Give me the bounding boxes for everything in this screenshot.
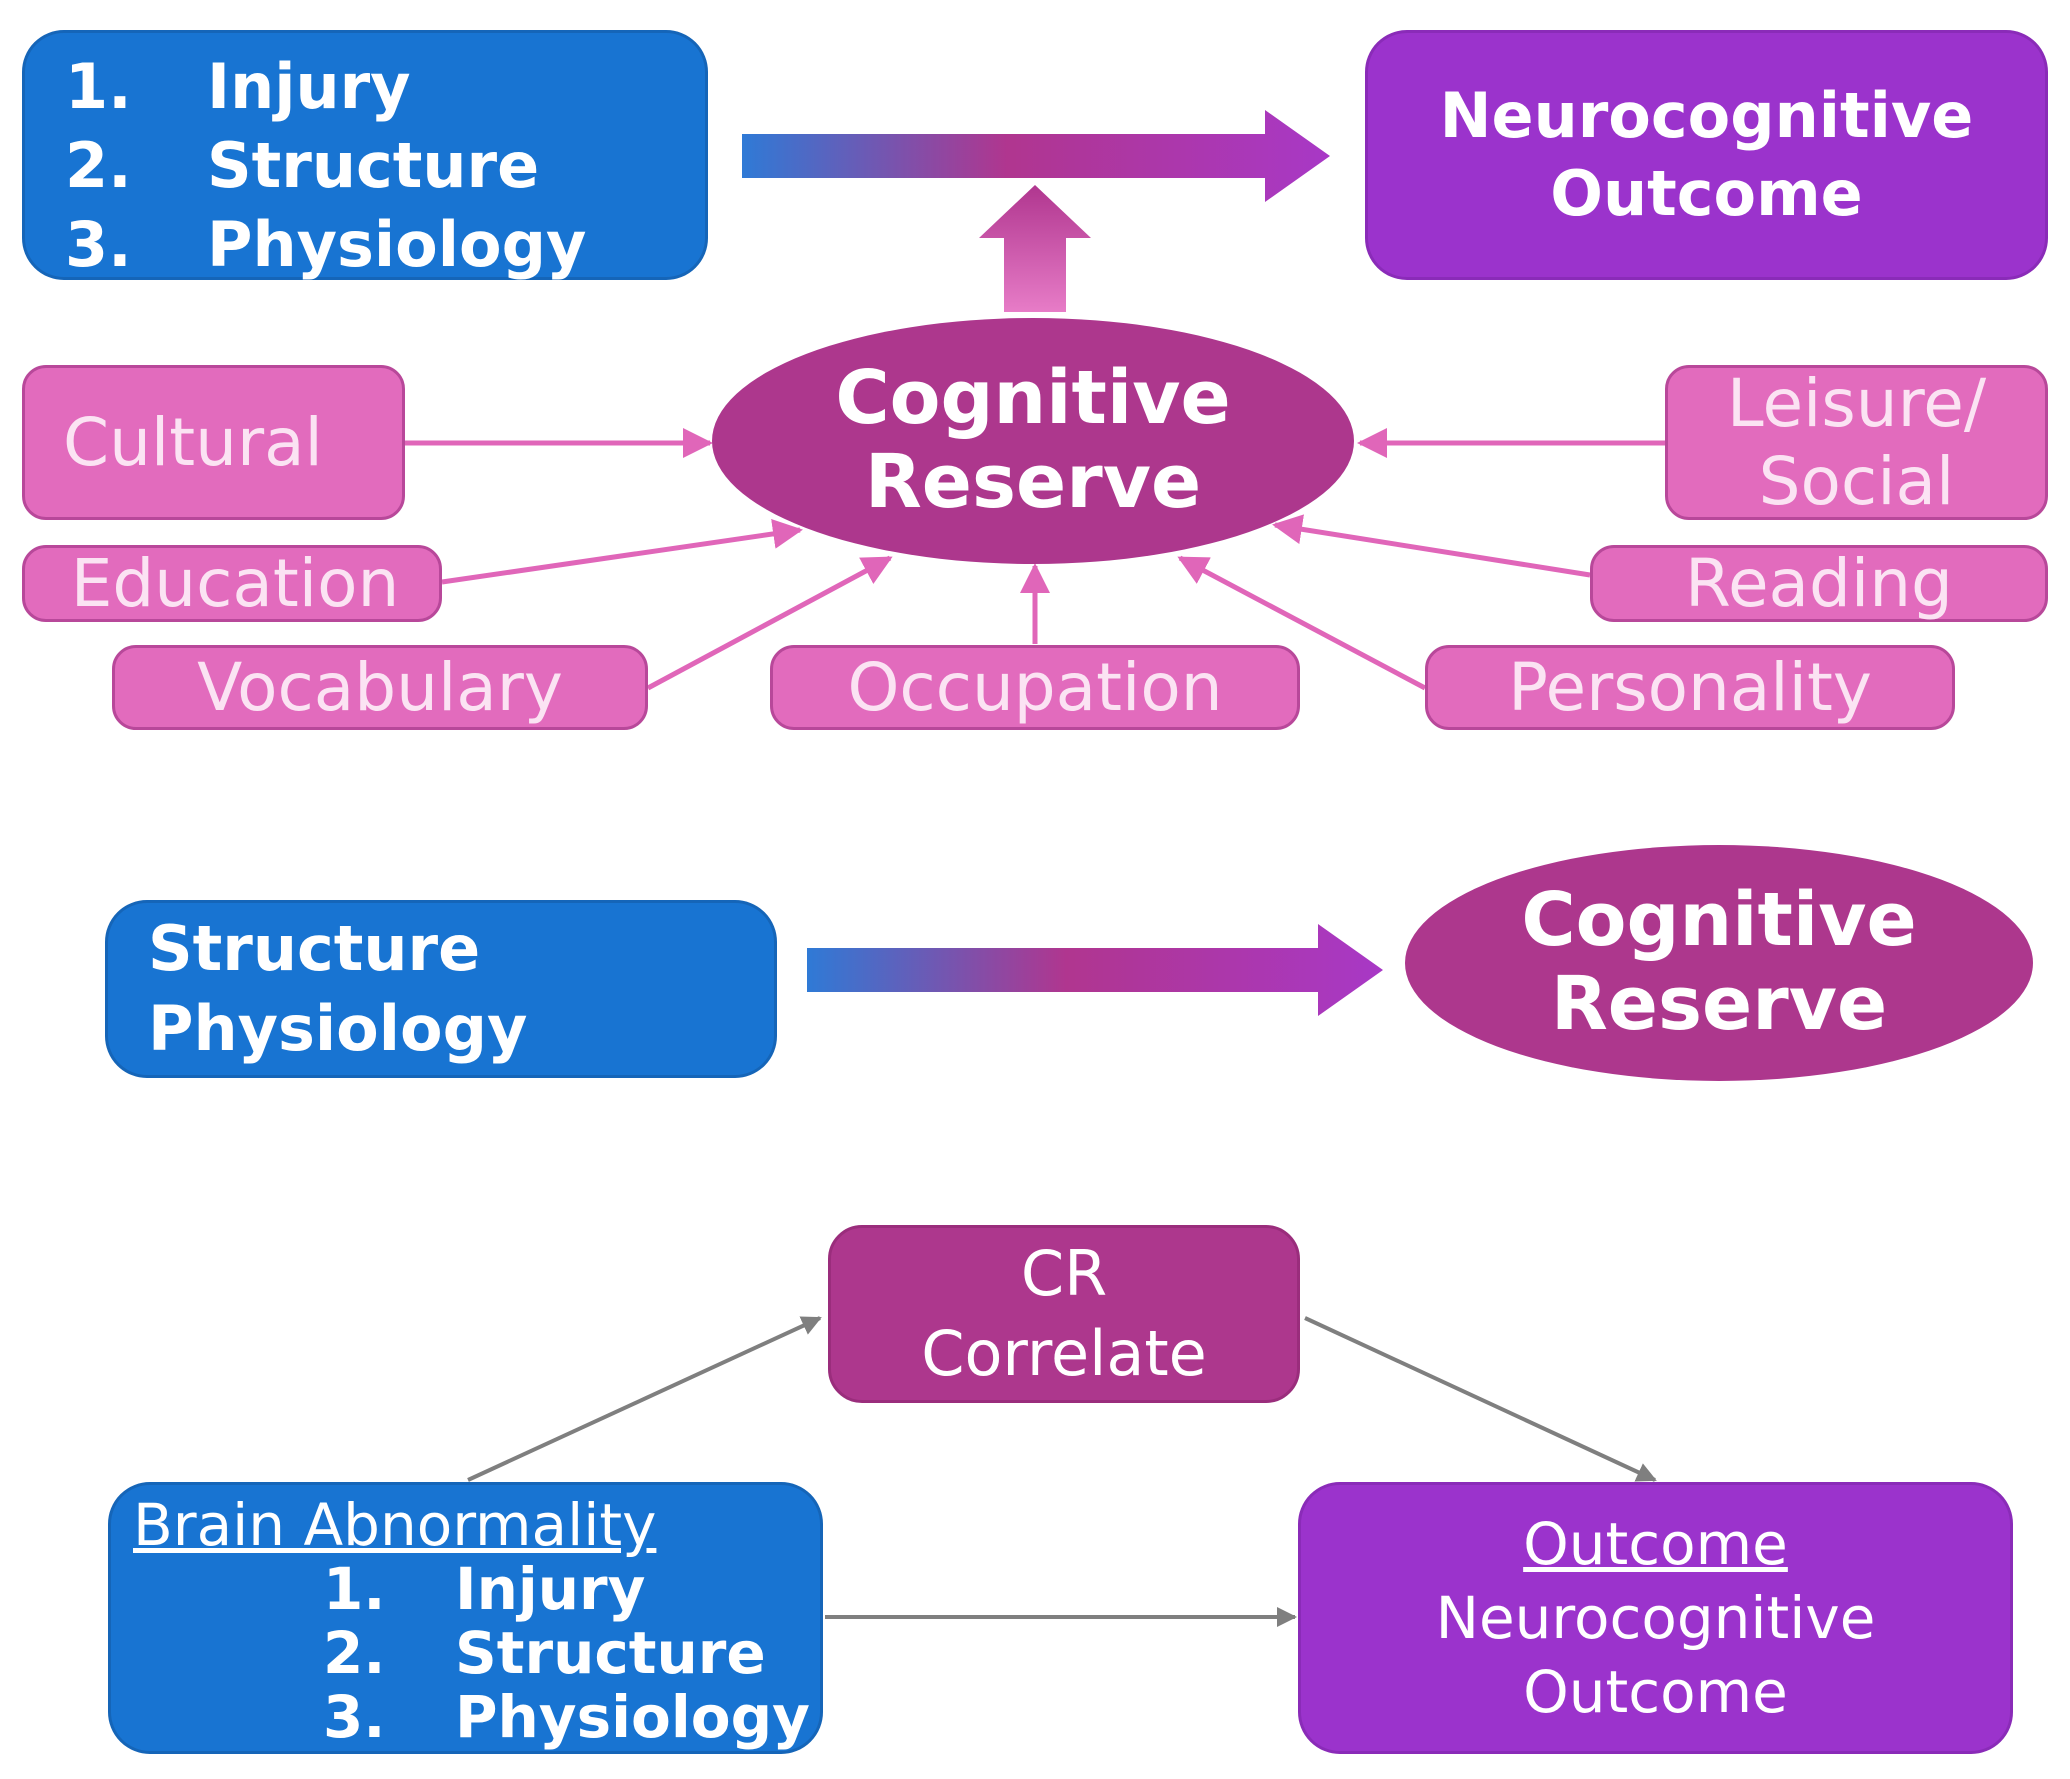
- neurocognitive-outcome-box: Neurocognitive Outcome: [1365, 30, 2048, 280]
- occupation-box: Occupation: [770, 645, 1300, 730]
- outcome-title: Outcome: [1523, 1510, 1788, 1578]
- vocabulary-box: Vocabulary: [112, 645, 648, 730]
- factor-physiology: Physiology: [207, 208, 587, 281]
- cognitive-reserve-ellipse: Cognitive Reserve: [712, 318, 1354, 564]
- factor-row: 3.Physiology: [65, 205, 705, 284]
- brain-factors-box: 1.Injury 2.Structure 3.Physiology: [22, 30, 708, 281]
- structure-physiology-box: Structure Physiology: [105, 900, 777, 1078]
- education-box: Education: [22, 545, 442, 622]
- factor-row: 3.Physiology: [323, 1683, 810, 1751]
- middle-main-arrow: [807, 924, 1383, 1016]
- arrow-correlate-to-outcome: [1304, 1316, 1657, 1482]
- reading-box: Reading: [1590, 545, 2048, 622]
- leisure-social-box: Leisure/ Social: [1665, 365, 2048, 520]
- bottom-outcome-box: Outcome Neurocognitive Outcome: [1298, 1482, 2013, 1754]
- brain-abnormality-title: Brain Abnormality: [133, 1491, 657, 1559]
- arrow-reading: [1272, 514, 1591, 578]
- arrow-personality: [1177, 555, 1427, 691]
- arrow-abnormality-to-correlate: [467, 1316, 822, 1482]
- factor-row: 1.Injury: [323, 1555, 646, 1623]
- middle-cognitive-reserve-ellipse: Cognitive Reserve: [1405, 845, 2033, 1081]
- personality-box: Personality: [1425, 645, 1955, 730]
- arrow-education: [441, 519, 803, 585]
- reserve-up-arrow: [979, 185, 1091, 312]
- arrow-vocabulary: [646, 555, 893, 691]
- cultural-box: Cultural: [22, 365, 405, 520]
- factor-row: 1.Injury: [65, 47, 705, 126]
- cr-correlate-box: CR Correlate: [828, 1225, 1300, 1403]
- top-main-arrow: [742, 110, 1330, 202]
- brain-abnormality-box: Brain Abnormality 1.Injury 2.Structure 3…: [108, 1482, 823, 1754]
- factor-injury: Injury: [207, 50, 411, 123]
- factor-row: 2.Structure: [323, 1619, 766, 1687]
- factor-structure: Structure: [207, 129, 540, 202]
- factor-row: 2.Structure: [65, 126, 705, 205]
